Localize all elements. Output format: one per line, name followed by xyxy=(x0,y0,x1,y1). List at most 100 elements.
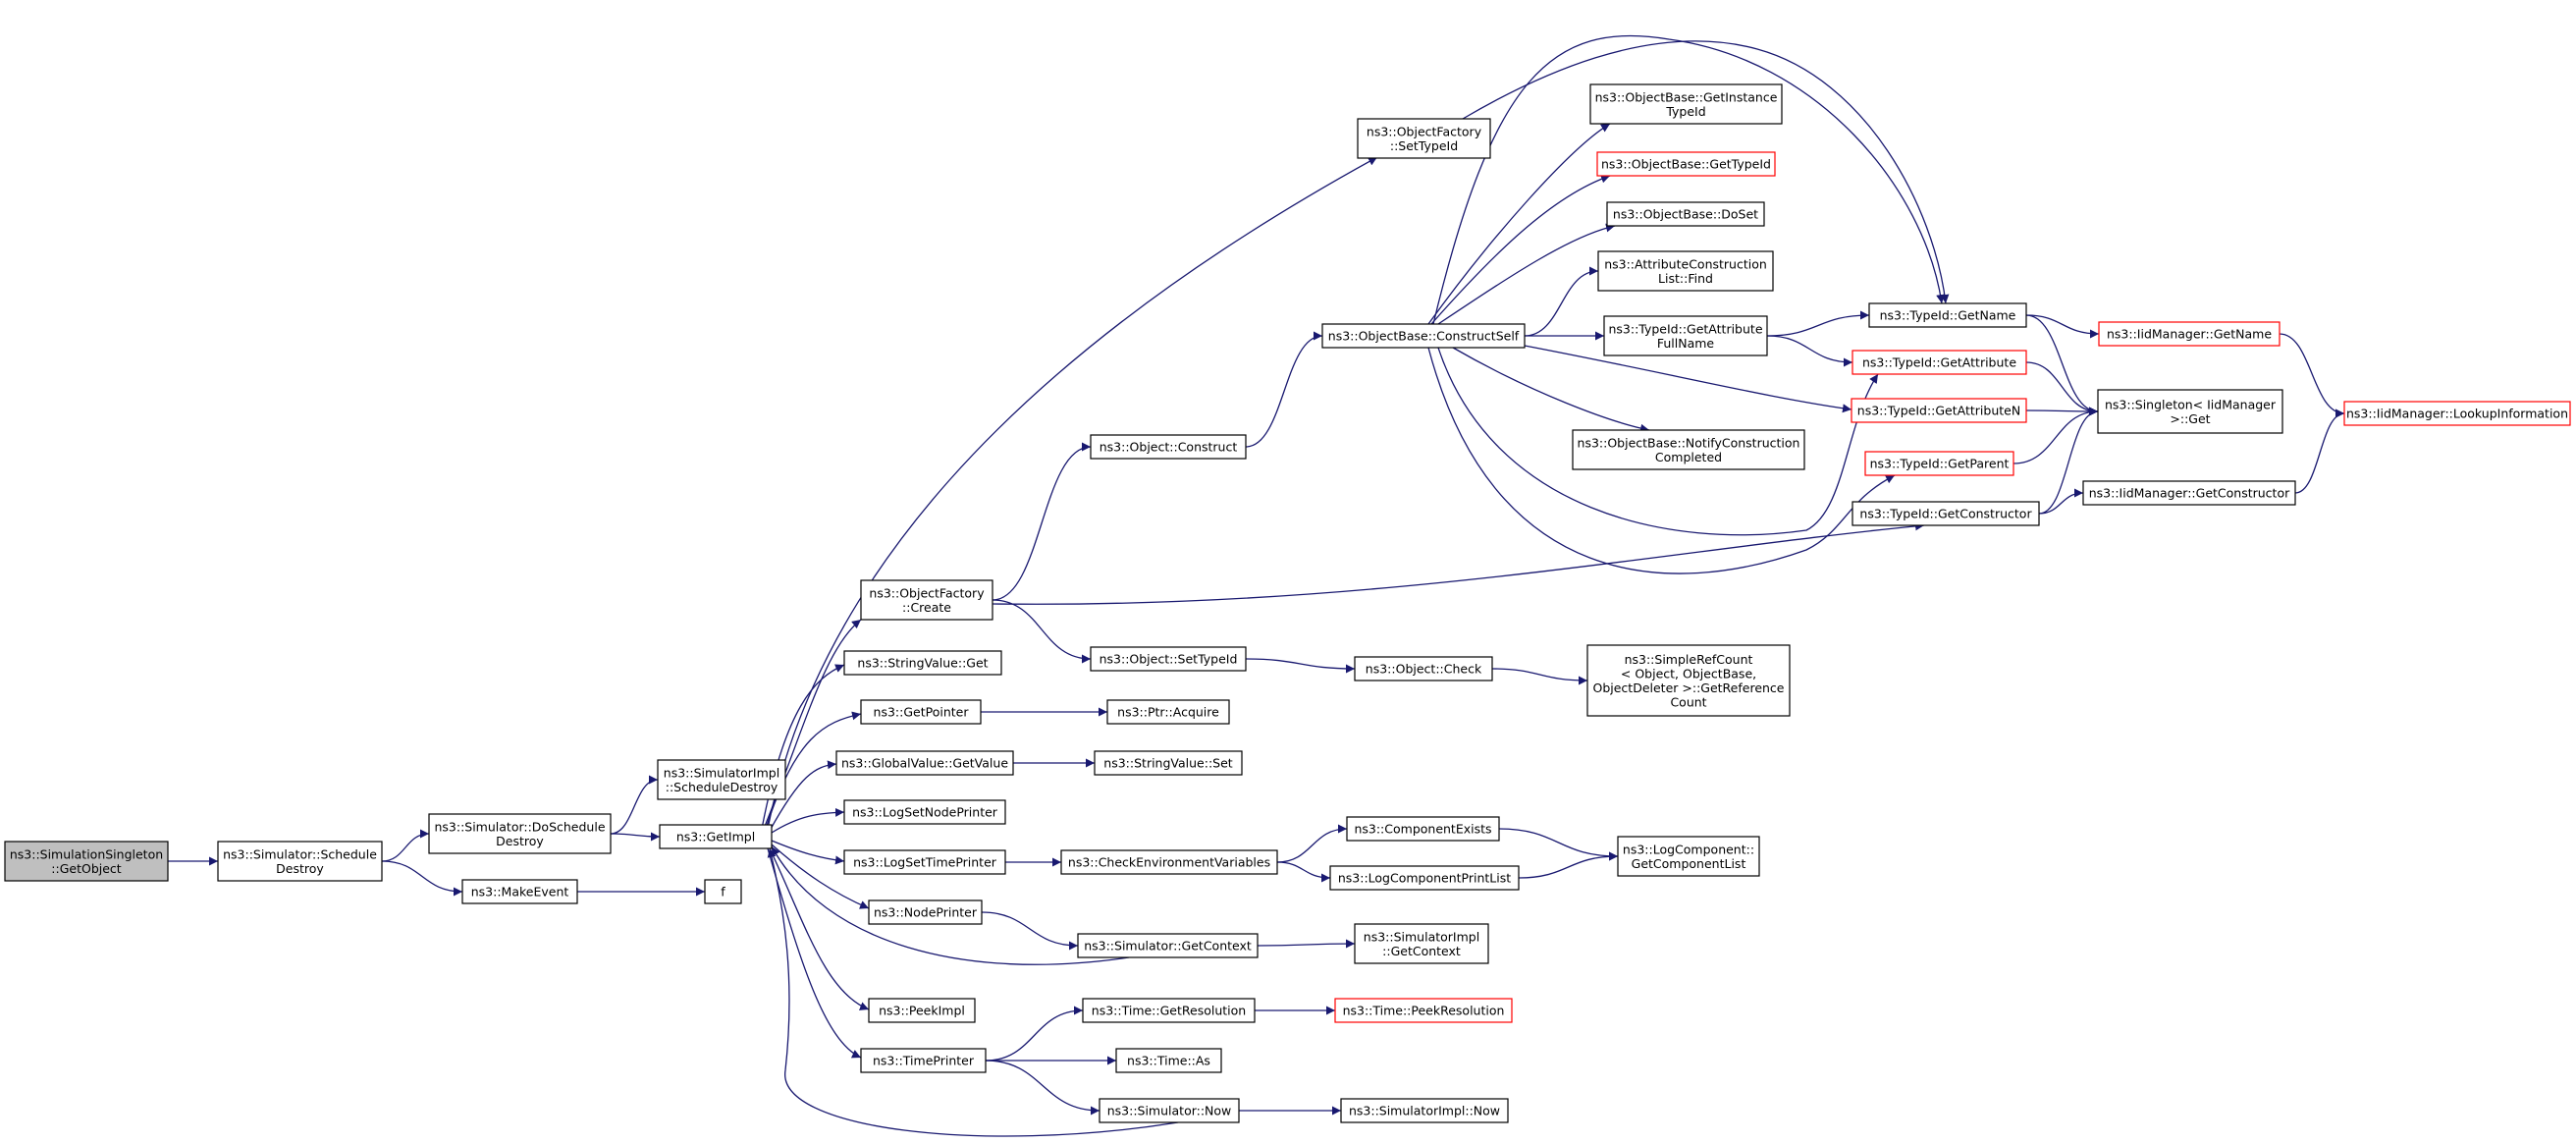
node-peek-impl[interactable]: ns3::PeekImpl xyxy=(868,998,976,1023)
node-check-env[interactable]: ns3::CheckEnvironmentVariables xyxy=(1060,849,1278,875)
node-label-line: ns3::TypeId::GetAttribute xyxy=(1862,355,2016,370)
node-tid-getattr[interactable]: ns3::TypeId::GetAttribute xyxy=(1852,350,2027,375)
node-log-node-printer[interactable]: ns3::LogSetNodePrinter xyxy=(843,799,1006,825)
node-label-line: ObjectDeleter >::GetReference xyxy=(1592,681,1784,695)
node-box xyxy=(1357,118,1491,159)
node-iid-getctor[interactable]: ns3::IidManager::GetConstructor xyxy=(2082,480,2296,506)
edge-get_impl-to-time_printer xyxy=(767,847,862,1059)
edge-ob_constructself-to-ob_doset xyxy=(1437,223,1616,325)
node-ob-constructself[interactable]: ns3::ObjectBase::ConstructSelf xyxy=(1321,323,1526,349)
node-label-line: ns3::Object::Construct xyxy=(1100,440,1238,455)
node-box xyxy=(1106,699,1230,725)
node-impl-now[interactable]: ns3::SimulatorImpl::Now xyxy=(1340,1098,1509,1123)
node-tid-getname[interactable]: ns3::TypeId::GetName xyxy=(1868,302,2027,328)
node-label-line: ns3::NodePrinter xyxy=(874,905,978,920)
node-label-line: ns3::TypeId::GetAttributeN xyxy=(1857,404,2020,418)
node-box xyxy=(657,759,786,800)
node-of-settypeid[interactable]: ns3::ObjectFactory::SetTypeId xyxy=(1357,118,1491,159)
node-box xyxy=(860,1048,987,1073)
edge-sim_now-to-get_impl xyxy=(767,847,1179,1137)
node-of-create[interactable]: ns3::ObjectFactory::Create xyxy=(860,579,993,621)
node-obj-settypeid[interactable]: ns3::Object::SetTypeId xyxy=(1090,646,1247,672)
node-get-pointer[interactable]: ns3::GetPointer xyxy=(860,699,982,725)
node-label-line: ns3::Singleton< IidManager xyxy=(2105,397,2277,411)
node-label-line: ns3::PeekImpl xyxy=(879,1004,965,1018)
node-sim-getcontext[interactable]: ns3::Simulator::GetContext xyxy=(1077,933,1259,958)
node-obj-check[interactable]: ns3::Object::Check xyxy=(1354,656,1493,681)
edge-ob_constructself-to-tid_getattr xyxy=(1437,347,1879,536)
edge-get_impl-to-of_settypeid xyxy=(767,156,1378,830)
node-box xyxy=(860,699,982,725)
edge-get_impl-to-gv_getvalue xyxy=(769,760,837,832)
node-box xyxy=(1586,644,1791,717)
node-label-line: ns3::ObjectFactory xyxy=(1367,124,1482,138)
node-iid-getname[interactable]: ns3::IidManager::GetName xyxy=(2098,321,2281,347)
node-label-line: ns3::Simulator::GetContext xyxy=(1084,939,1252,953)
node-singleton-get[interactable]: ns3::Singleton< IidManager>::Get xyxy=(2097,389,2283,434)
node-box xyxy=(868,899,983,925)
node-tid-getparent[interactable]: ns3::TypeId::GetParent xyxy=(1864,451,2014,476)
node-log-comp-printlist[interactable]: ns3::LogComponentPrintList xyxy=(1329,865,1520,891)
edge-ob_constructself-to-ob_gettypeid xyxy=(1430,174,1611,325)
node-get-impl[interactable]: ns3::GetImpl xyxy=(659,824,773,849)
node-sched-destroy[interactable]: ns3::Simulator::ScheduleDestroy xyxy=(217,841,383,882)
node-log-comp-getlist[interactable]: ns3::LogComponent::GetComponentList xyxy=(1617,836,1760,877)
node-ob-doset[interactable]: ns3::ObjectBase::DoSet xyxy=(1606,201,1765,227)
edge-log_comp_printlist-to-log_comp_getlist xyxy=(1518,851,1619,879)
node-box xyxy=(1354,656,1493,681)
node-sim-now[interactable]: ns3::Simulator::Now xyxy=(1099,1098,1240,1123)
node-label-line: ns3::AttributeConstruction xyxy=(1604,256,1767,271)
node-gv-getvalue[interactable]: ns3::GlobalValue::GetValue xyxy=(835,750,1014,776)
node-label-line: ns3::ObjectBase::DoSet xyxy=(1613,207,1758,222)
edge-sched_destroy-to-make_event xyxy=(381,860,463,897)
node-box xyxy=(1864,451,2014,476)
node-iid-lookup[interactable]: ns3::IidManager::LookupInformation xyxy=(2343,401,2571,426)
node-box xyxy=(1321,323,1526,349)
node-ob-gettypeid[interactable]: ns3::ObjectBase::GetTypeId xyxy=(1596,151,1776,177)
edge-obj_construct-to-ob_constructself xyxy=(1245,331,1323,448)
node-label-line: ns3::Object::Check xyxy=(1366,662,1482,677)
node-ob-notify[interactable]: ns3::ObjectBase::NotifyConstructionCompl… xyxy=(1572,429,1805,470)
edge-tid_getattrfull-to-tid_getname xyxy=(1766,310,1870,337)
node-label-line: ns3::LogComponent:: xyxy=(1623,842,1754,856)
node-label-line: ns3::SimpleRefCount xyxy=(1625,652,1753,667)
node-box xyxy=(4,841,169,882)
node-make-event[interactable]: ns3::MakeEvent xyxy=(461,879,578,904)
node-sv-set[interactable]: ns3::StringValue::Set xyxy=(1094,750,1243,776)
edge-ob_constructself-to-tid_getname xyxy=(1432,34,1946,325)
node-comp-exists[interactable]: ns3::ComponentExists xyxy=(1346,816,1500,842)
node-obj-construct[interactable]: ns3::Object::Construct xyxy=(1090,434,1247,460)
node-time-getres[interactable]: ns3::Time::GetResolution xyxy=(1082,998,1256,1023)
node-sv-get[interactable]: ns3::StringValue::Get xyxy=(843,650,1002,676)
edge-ob_constructself-to-acl_find xyxy=(1524,266,1599,337)
node-f[interactable]: f xyxy=(704,879,742,904)
node-node-printer[interactable]: ns3::NodePrinter xyxy=(868,899,983,925)
node-label-line: ::GetContext xyxy=(1382,944,1461,958)
node-ptr-acquire[interactable]: ns3::Ptr::Acquire xyxy=(1106,699,1230,725)
edge-obj_check-to-simple_refcount xyxy=(1491,668,1588,685)
node-box xyxy=(843,849,1006,875)
node-log-time-printer[interactable]: ns3::LogSetTimePrinter xyxy=(843,849,1006,875)
node-time-printer[interactable]: ns3::TimePrinter xyxy=(860,1048,987,1073)
edge-sched_destroy-to-do_sched_destroy xyxy=(381,829,430,862)
node-time-as[interactable]: ns3::Time::As xyxy=(1115,1048,1222,1073)
node-simple-refcount[interactable]: ns3::SimpleRefCount< Object, ObjectBase,… xyxy=(1586,644,1791,717)
node-label-line: ns3::LogSetTimePrinter xyxy=(853,855,997,870)
edge-get_impl-to-node_printer xyxy=(771,844,870,909)
node-box xyxy=(1115,1048,1222,1073)
node-tid-getctor[interactable]: ns3::TypeId::GetConstructor xyxy=(1852,501,2040,526)
node-tid-getattrn[interactable]: ns3::TypeId::GetAttributeN xyxy=(1851,398,2027,423)
node-root[interactable]: ns3::SimulationSingleton::GetObject xyxy=(4,841,169,882)
node-impl-getcontext[interactable]: ns3::SimulatorImpl::GetContext xyxy=(1354,923,1489,964)
node-label-line: ns3::SimulatorImpl::Now xyxy=(1349,1104,1500,1118)
node-time-peekres[interactable]: ns3::Time::PeekResolution xyxy=(1334,998,1513,1023)
node-impl-sched-destroy[interactable]: ns3::SimulatorImpl::ScheduleDestroy xyxy=(657,759,786,800)
node-box xyxy=(1572,429,1805,470)
node-label-line: ns3::Time::As xyxy=(1127,1054,1210,1068)
node-label-line: ns3::Simulator::Schedule xyxy=(223,846,377,861)
node-label-line: ns3::SimulatorImpl xyxy=(664,765,779,780)
